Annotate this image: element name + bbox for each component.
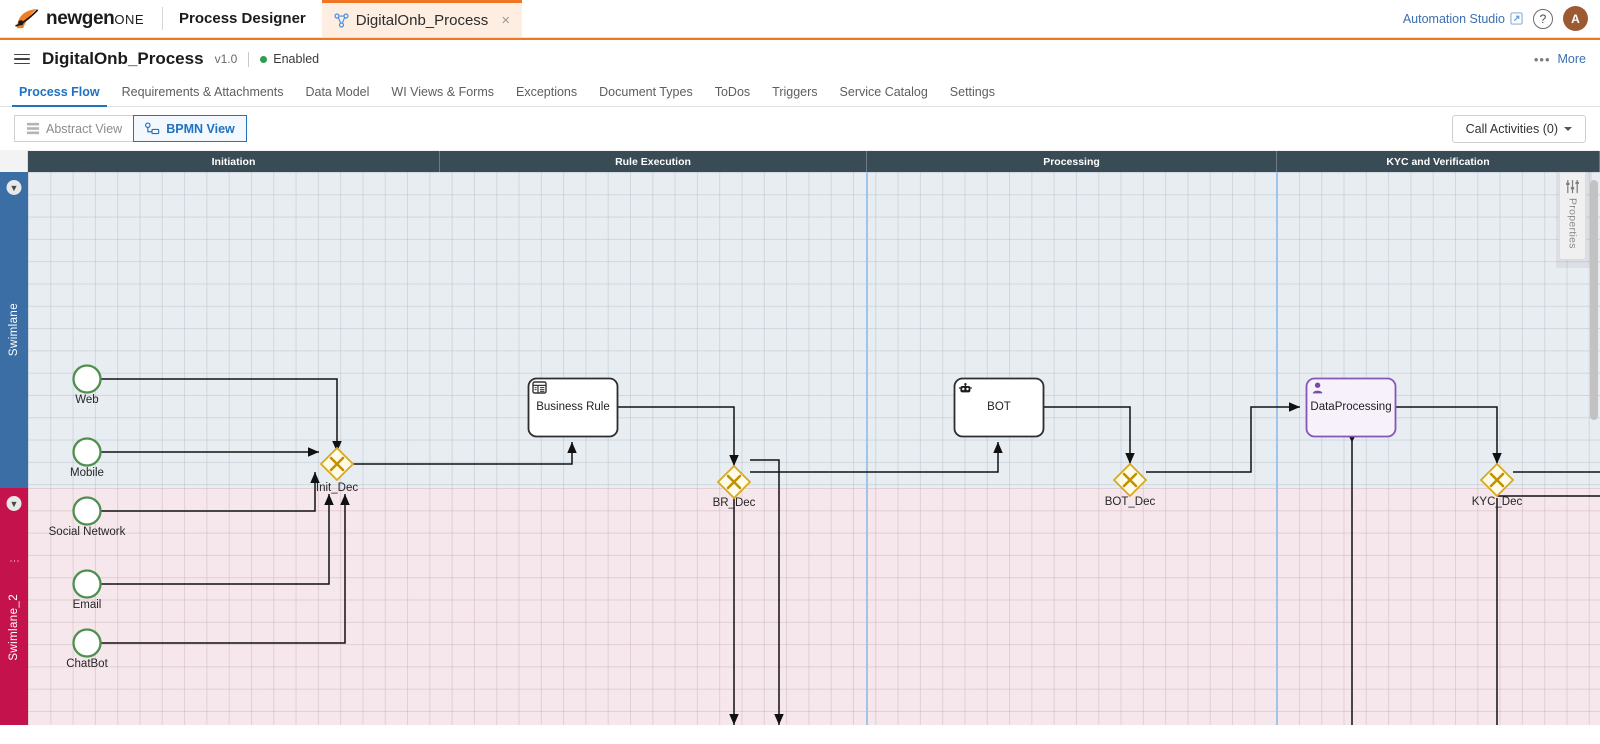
business-rule-icon — [532, 381, 547, 394]
close-icon[interactable]: × — [501, 11, 511, 29]
lane-body-swimlane-2[interactable] — [28, 488, 1600, 725]
properties-label: Properties — [1566, 198, 1579, 249]
top-bar: newgenONE Process Designer DigitalOnb_Pr… — [0, 0, 1600, 38]
call-activities-dropdown[interactable]: Call Activities (0) — [1451, 114, 1586, 143]
abstract-view-label: Abstract View — [46, 121, 123, 136]
bpmn-view-label: BPMN View — [166, 121, 235, 136]
tab-service-catalog[interactable]: Service Catalog — [839, 85, 928, 99]
phase-initiation[interactable]: Initiation — [28, 151, 440, 172]
task-label-bot: BOT — [987, 401, 1011, 413]
accent-rule — [0, 38, 1600, 40]
brand-primary: newgen — [46, 7, 115, 29]
tab-todos[interactable]: ToDos — [714, 85, 751, 99]
task-bot[interactable] — [0, 150, 1600, 725]
gateways[interactable] — [0, 150, 1600, 725]
bpmn-flow-icon — [145, 122, 160, 135]
tab-bar: Process Flow Requirements & Attachments … — [0, 78, 1600, 107]
alignment-guide — [1276, 172, 1278, 725]
task-case-manager[interactable] — [0, 150, 1600, 725]
tab-process-flow[interactable]: Process Flow — [8, 85, 111, 107]
automation-studio-link[interactable]: Automation Studio — [1403, 12, 1523, 26]
start-event-label-chatbot: ChatBot — [66, 658, 108, 670]
robot-icon — [959, 383, 972, 393]
more-button[interactable]: ••• More — [1534, 52, 1586, 67]
chevron-down-icon[interactable]: ▼ — [6, 496, 22, 511]
tab-digitalonb-process[interactable]: DigitalOnb_Process × — [321, 0, 523, 37]
page-title: DigitalOnb_Process — [42, 49, 204, 68]
gateway-label-br-dec: BR_Dec — [712, 497, 756, 509]
start-event-label-web: Web — [75, 394, 99, 406]
sliders-icon — [1566, 179, 1579, 194]
process-canvas[interactable]: Initiation Rule Execution Processing KYC… — [0, 150, 1600, 725]
tab-exceptions[interactable]: Exceptions — [515, 85, 578, 99]
process-header: DigitalOnb_Process v1.0 Enabled ••• More — [0, 40, 1600, 78]
tab-requirements-attachments[interactable]: Requirements & Attachments — [121, 85, 284, 99]
automation-studio-label: Automation Studio — [1402, 11, 1505, 26]
tab-triggers[interactable]: Triggers — [772, 85, 818, 99]
tab-wi-views-forms[interactable]: WI Views & Forms — [391, 85, 494, 99]
more-label: More — [1557, 52, 1586, 66]
task-business-rule[interactable] — [0, 150, 1600, 725]
divider — [248, 51, 250, 67]
tab-label: DigitalOnb_Process — [355, 11, 489, 29]
abstract-view-button[interactable]: Abstract View — [14, 115, 135, 142]
phase-processing[interactable]: Processing — [867, 151, 1277, 172]
external-link-icon — [1510, 12, 1523, 25]
start-event-label-email: Email — [72, 599, 102, 611]
spacer — [522, 0, 1403, 37]
hamburger-icon[interactable] — [14, 51, 30, 68]
status-label: Enabled — [273, 52, 320, 66]
tab-document-types[interactable]: Document Types — [599, 85, 693, 99]
chevron-down-icon[interactable]: ▼ — [6, 180, 22, 195]
brand-name: newgenONE — [46, 8, 144, 30]
status-badge: Enabled — [260, 50, 319, 68]
gateway-label-init-dec: Init_Dec — [315, 482, 359, 494]
divider — [162, 7, 164, 30]
view-toolbar: Abstract View BPMN View Call Activities … — [0, 107, 1600, 150]
phase-rule-execution[interactable]: Rule Execution — [440, 151, 867, 172]
newgen-logo-icon — [15, 8, 39, 28]
layers-icon — [26, 122, 40, 135]
drag-handle-icon[interactable]: ⋮ — [8, 556, 20, 567]
task-data-processing[interactable] — [0, 150, 1600, 725]
avatar[interactable]: A — [1563, 6, 1588, 31]
flow-connectors — [101, 378, 1600, 725]
task-label-business-rule: Business Rule — [536, 401, 610, 413]
canvas-vertical-scrollbar[interactable] — [1590, 180, 1598, 420]
app-title: Process Designer — [179, 10, 306, 27]
start-event-label-mobile: Mobile — [70, 467, 104, 479]
alignment-guide — [866, 172, 868, 725]
process-nodes-icon — [334, 12, 349, 28]
brand-suffix: ONE — [114, 11, 145, 27]
tab-settings[interactable]: Settings — [949, 85, 995, 99]
status-dot-icon — [260, 56, 268, 63]
chevron-down-icon — [1564, 126, 1572, 131]
lane-header-corner — [0, 150, 28, 172]
help-icon[interactable]: ? — [1533, 8, 1553, 29]
version-label: v1.0 — [214, 52, 238, 66]
tab-data-model[interactable]: Data Model — [305, 85, 370, 99]
view-switcher: Abstract View BPMN View — [14, 115, 247, 142]
user-icon — [1312, 382, 1323, 394]
top-bar-actions: Automation Studio ? A — [1403, 0, 1600, 37]
start-event-label-social-network: Social Network — [48, 526, 126, 538]
lane-body-swimlane[interactable] — [28, 172, 1600, 488]
lane-label-swimlane[interactable]: ▼ Swimlane — [0, 172, 28, 488]
bpmn-view-button[interactable]: BPMN View — [133, 115, 247, 142]
call-activities-label: Call Activities (0) — [1465, 121, 1558, 136]
task-label-data-processing: DataProcessing — [1310, 401, 1392, 413]
brand-logo[interactable]: newgenONE — [0, 0, 162, 37]
gateway-label-kyc-dec: KYC_Dec — [1471, 496, 1523, 508]
gateway-label-bot-dec: BOT_Dec — [1104, 496, 1156, 508]
lane-label-swimlane-2[interactable]: ▼ ⋮ Swimlane_2 — [0, 488, 28, 725]
start-events[interactable] — [0, 150, 1600, 725]
properties-panel-tab[interactable]: Properties — [1559, 172, 1586, 260]
ellipsis-icon: ••• — [1533, 51, 1551, 67]
